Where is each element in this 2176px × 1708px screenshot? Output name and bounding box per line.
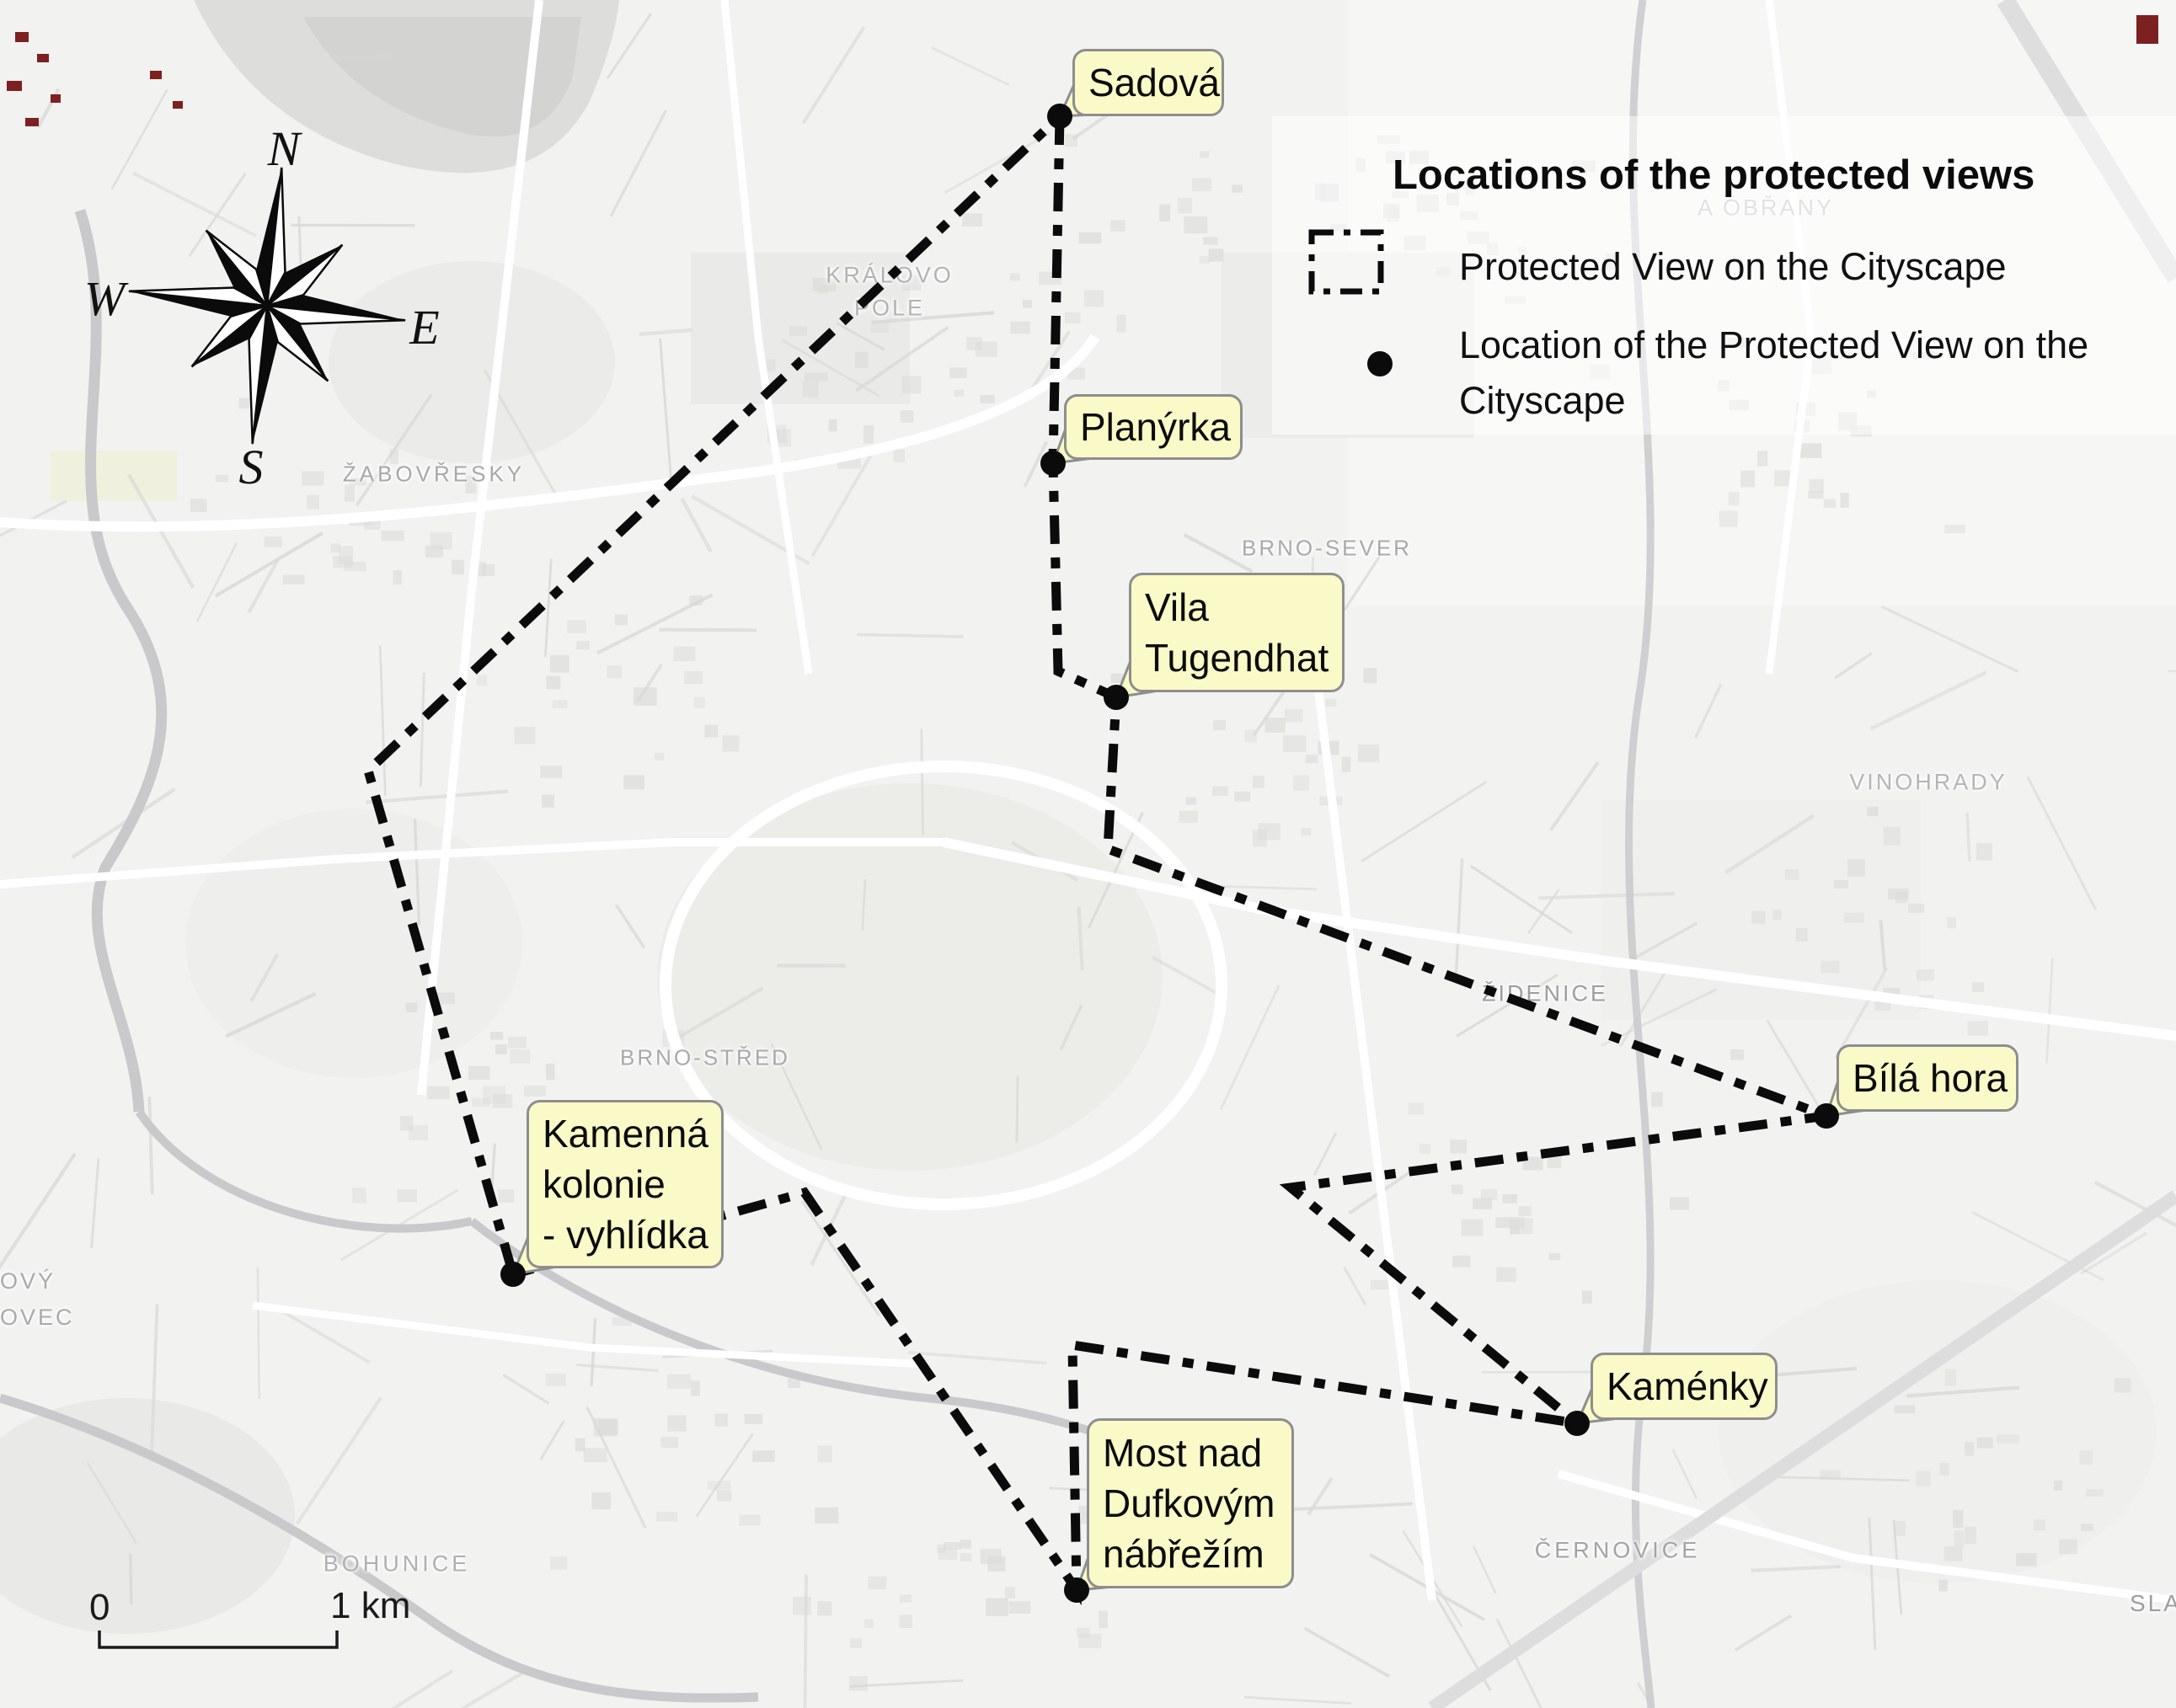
legend-title: Locations of the protected views <box>1393 152 2035 198</box>
callout-text-line: Most nad <box>1103 1431 1263 1475</box>
location-dot-kamenky <box>1564 1411 1590 1436</box>
callout-text-line: Kamenná <box>543 1112 708 1156</box>
location-dot-sadova <box>1047 104 1072 129</box>
scale-bar-line <box>98 1631 339 1649</box>
scale-start-label: 0 <box>89 1587 110 1628</box>
district-label-ovec: OVEC <box>0 1305 75 1331</box>
district-label--abov-esky: ŽABOVŘESKY <box>342 461 526 487</box>
dot-icon <box>1367 351 1393 376</box>
legend-background <box>1272 116 2176 435</box>
location-dot-bila-hora <box>1814 1103 1839 1129</box>
location-dot-most-nad-dufkovym-nabrezim <box>1064 1577 1089 1603</box>
callout-text-line: Dufkovým <box>1103 1481 1275 1525</box>
district-label-brno-sever: BRNO-SEVER <box>1242 535 1412 561</box>
callout-text-line: - vyhlídka <box>543 1213 708 1257</box>
location-dot-planyrka <box>1040 451 1066 476</box>
legend-item-location-line1: Location of the Protected View on the <box>1459 323 2089 366</box>
compass-north-letter: N <box>267 121 303 176</box>
district-label-sla: SLA <box>2130 1589 2176 1616</box>
location-dot-kamenna-kolonie-vyhlidka <box>500 1262 526 1287</box>
compass-rose: N E S W <box>84 121 440 494</box>
callout-text-line: kolonie <box>543 1162 666 1206</box>
compass-west-letter: W <box>84 271 129 326</box>
callout-label-planyrka: Planýrka <box>1064 394 1243 460</box>
district-label-brno-st-ed: BRNO-STŘED <box>620 1044 790 1070</box>
callout-text-line: Vila <box>1145 585 1209 629</box>
callout-label-sadova: Sadová <box>1072 49 1224 116</box>
callout-text-line: Kaménky <box>1607 1364 1768 1408</box>
legend-item-location: Location of the Protected View on the Ci… <box>1459 318 2088 429</box>
location-dot-vila-tugendhat <box>1104 685 1129 710</box>
callout-text-line: Planýrka <box>1080 405 1231 449</box>
callout-label-kamenky: Kaménky <box>1591 1353 1778 1420</box>
compass-east-letter: E <box>409 300 439 355</box>
district-label-vinohrady: VINOHRADY <box>1849 769 2008 795</box>
compass-south-letter: S <box>239 440 264 494</box>
basemap-red-buildings <box>7 15 2158 126</box>
callout-label-kamenna-kolonie-vyhlidka: Kamenná kolonie - vyhlídka <box>527 1100 724 1268</box>
callout-text-line: Tugendhat <box>1145 636 1329 680</box>
scale-end-label: 1 km <box>330 1585 411 1626</box>
callout-text-line: Bílá hora <box>1853 1056 2008 1100</box>
legend-item-protected-view: Protected View on the Cityscape <box>1459 245 2007 288</box>
callout-text-line: Sadová <box>1088 61 1221 104</box>
district-label--ernovice: ČERNOVICE <box>1534 1537 1701 1563</box>
district-label-kr-lovo: KRÁLOVO <box>826 262 954 288</box>
callout-label-bila-hora: Bílá hora <box>1837 1044 2018 1112</box>
district-label-ov-: OVÝ <box>0 1268 56 1294</box>
callout-text-line: nábřežím <box>1103 1532 1264 1576</box>
legend-item-location-line2: Cityscape <box>1459 379 1626 422</box>
district-label--idenice: ŽIDENICE <box>1481 980 1609 1006</box>
district-label-bohunice: BOHUNICE <box>323 1551 471 1577</box>
dashed-box-icon <box>1308 229 1384 295</box>
